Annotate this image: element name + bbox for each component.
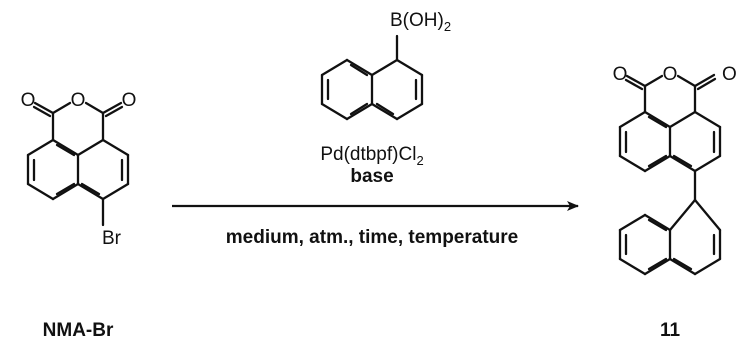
product-atom-o-right: O [722, 64, 737, 85]
catalyst-label: Pd(dtbpf)Cl2 [320, 144, 423, 168]
atom-o-right: O [122, 90, 137, 111]
conditions-label: medium, atm., time, temperature [226, 227, 518, 248]
atom-o-left: O [21, 90, 36, 111]
product-atom-o-bridge: O [663, 64, 678, 85]
reactant-label: NMA-Br [43, 320, 114, 341]
product-atom-o-left: O [613, 64, 628, 85]
atom-o-bridge: O [71, 90, 86, 111]
boronic-group: B(OH)2 [390, 10, 451, 34]
reactant-structure [26, 101, 130, 227]
boronic-acid-structure [320, 34, 424, 121]
atom-br: Br [102, 228, 122, 249]
base-label: base [350, 166, 393, 187]
product-structure [618, 73, 722, 276]
product-label: 11 [660, 320, 681, 341]
